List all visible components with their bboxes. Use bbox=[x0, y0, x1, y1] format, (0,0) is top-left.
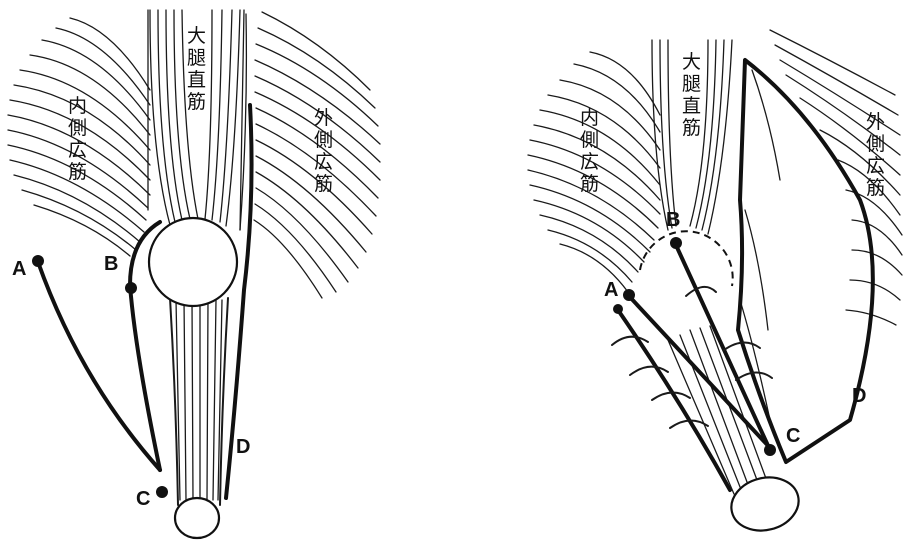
left-rectus-char-1: 大 bbox=[187, 25, 206, 47]
right-point-a2 bbox=[613, 304, 623, 314]
right-medial-char-3: 広 bbox=[580, 151, 599, 173]
right-lateral-char-3: 広 bbox=[866, 155, 885, 177]
right-rectus-char-1: 大 bbox=[682, 51, 701, 73]
left-label-a: A bbox=[12, 258, 26, 280]
right-flap-fibers bbox=[740, 70, 780, 420]
right-label-d: D bbox=[852, 385, 866, 407]
right-label-c: C bbox=[786, 425, 800, 447]
right-medial-char-2: 側 bbox=[580, 129, 599, 151]
left-lateral-char-4: 筋 bbox=[314, 173, 333, 195]
left-point-c bbox=[156, 486, 168, 498]
right-medial-char-4: 筋 bbox=[580, 173, 599, 195]
left-label-b: B bbox=[104, 253, 118, 275]
left-medial-char-3: 広 bbox=[68, 139, 87, 161]
left-label-c: C bbox=[136, 488, 150, 510]
right-panel: A B C D 大 腿 直 筋 内 側 広 筋 外 側 広 筋 bbox=[528, 30, 902, 537]
left-medial-char-4: 筋 bbox=[68, 161, 87, 183]
left-patellar-tendon-fibers bbox=[170, 298, 228, 505]
right-medial-char-1: 内 bbox=[580, 107, 599, 129]
right-lateral-char-4: 筋 bbox=[866, 177, 885, 199]
right-label-a: A bbox=[604, 279, 618, 301]
right-rectus-char-2: 腿 bbox=[682, 73, 701, 95]
right-point-a bbox=[623, 289, 635, 301]
left-panel: A B C D 大 腿 直 筋 内 側 広 筋 外 側 広 筋 bbox=[8, 10, 380, 538]
left-lateral-char-1: 外 bbox=[314, 107, 333, 129]
left-point-b bbox=[125, 282, 137, 294]
right-point-b bbox=[670, 237, 682, 249]
left-rectus-char-3: 直 bbox=[187, 69, 206, 91]
left-tibial-tubercle bbox=[175, 498, 219, 538]
right-lateral-char-1: 外 bbox=[866, 111, 885, 133]
left-rectus-char-2: 腿 bbox=[187, 47, 206, 69]
right-rectus-char-3: 直 bbox=[682, 95, 701, 117]
left-medial-char-2: 側 bbox=[68, 117, 87, 139]
right-lateral-char-2: 側 bbox=[866, 133, 885, 155]
left-point-a bbox=[32, 255, 44, 267]
left-patella bbox=[149, 218, 237, 306]
left-lateral-char-3: 広 bbox=[314, 151, 333, 173]
left-medial-char-1: 内 bbox=[68, 95, 87, 117]
right-point-c bbox=[764, 444, 776, 456]
left-vastus-lateralis-fibers bbox=[240, 12, 380, 298]
left-label-d: D bbox=[236, 436, 250, 458]
left-lateral-char-2: 側 bbox=[314, 129, 333, 151]
right-rectus-char-4: 筋 bbox=[682, 117, 701, 139]
right-label-b: B bbox=[666, 209, 680, 231]
left-rectus-char-4: 筋 bbox=[187, 91, 206, 113]
